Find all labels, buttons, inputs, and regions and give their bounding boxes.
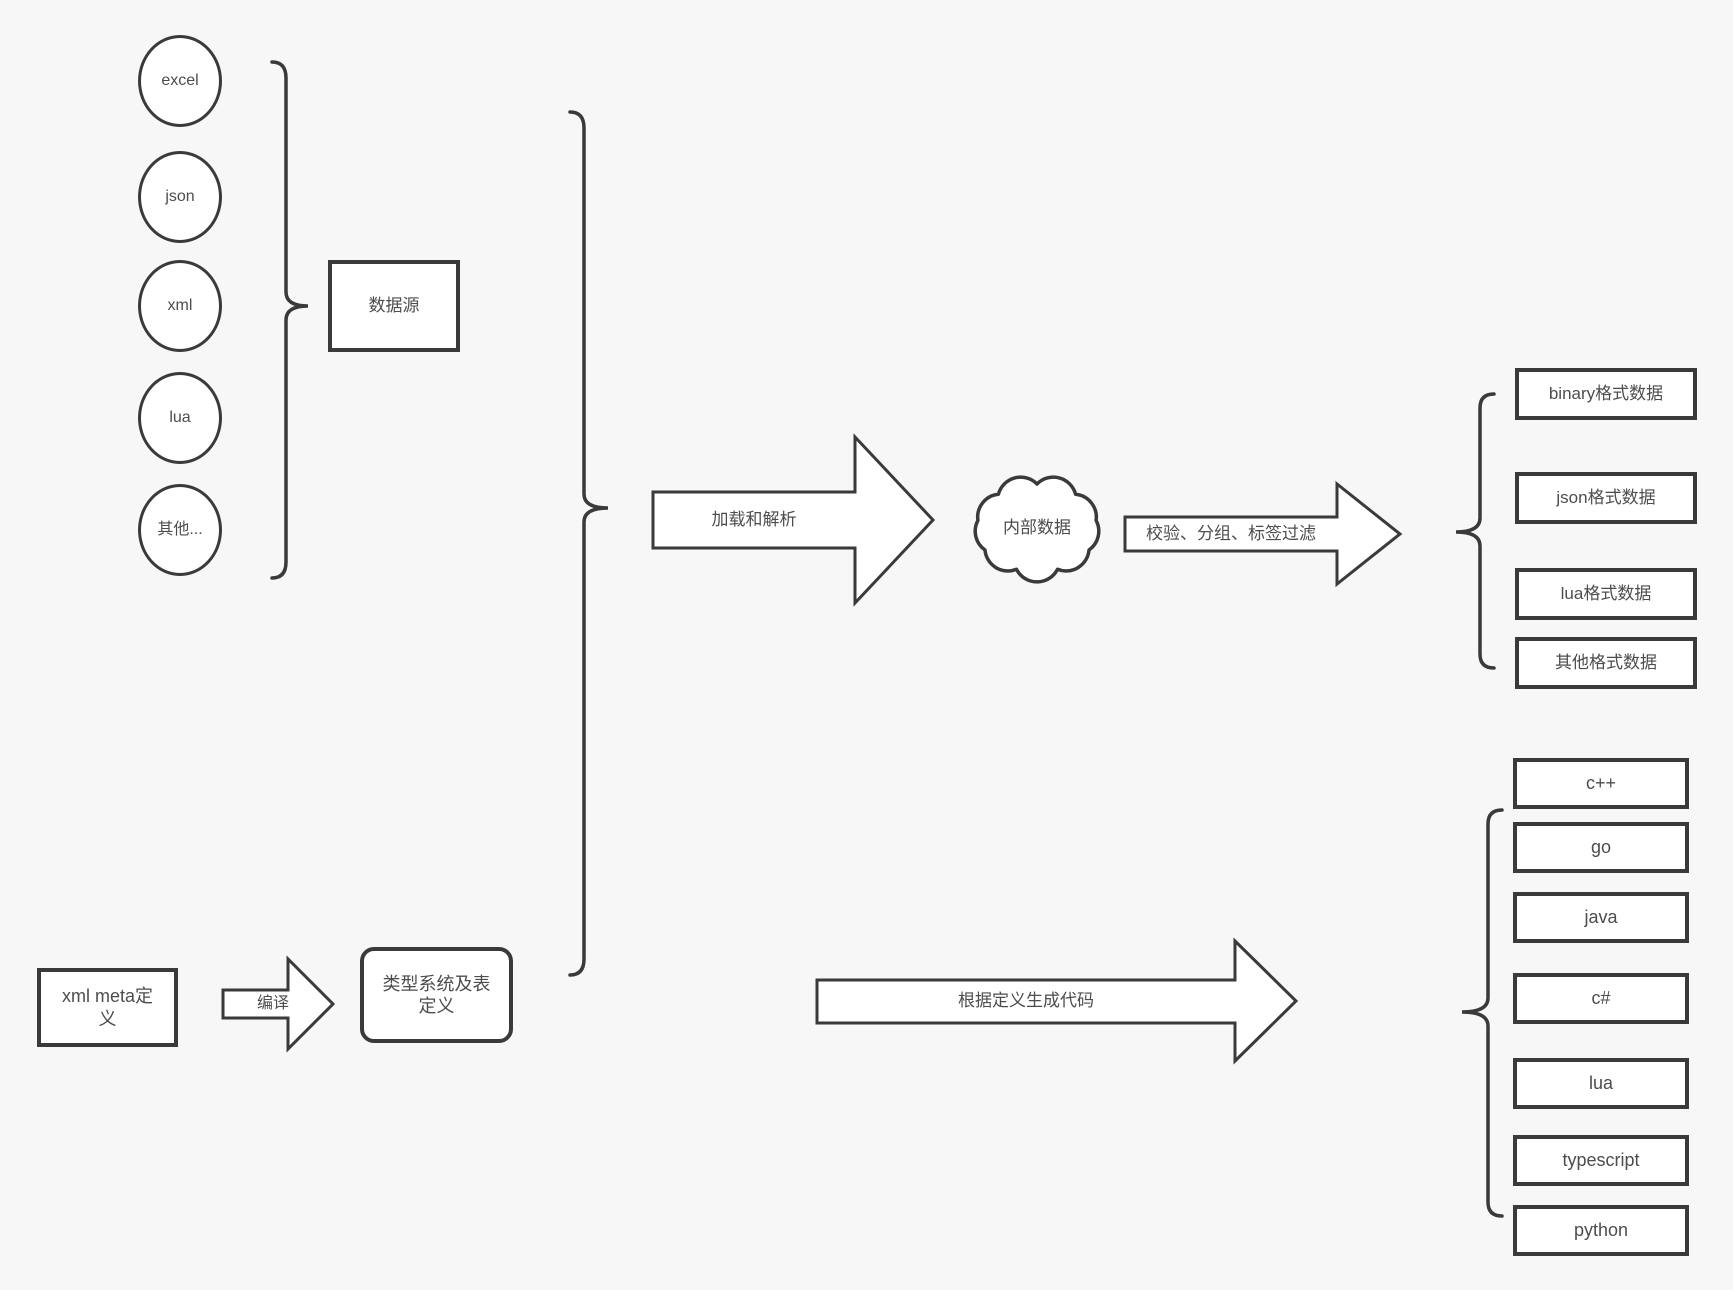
format-box-lua-label: lua格式数据 [1560, 584, 1652, 604]
formats-brace [1455, 392, 1496, 670]
source-node-json: json [138, 151, 222, 243]
source-node-other-label: 其他... [157, 521, 203, 538]
format-box-json: json格式数据 [1515, 472, 1697, 524]
type-system-box-label: 类型系统及表定义 [382, 973, 491, 1017]
source-node-xml: xml [138, 260, 222, 352]
language-box-cpp: c++ [1513, 758, 1689, 809]
meta-definition-box-label: xml meta定义 [61, 986, 153, 1029]
language-box-lua-label: lua [1588, 1073, 1614, 1094]
internal-data-cloud [973, 475, 1101, 584]
source-node-excel: excel [138, 35, 222, 127]
language-box-typescript: typescript [1513, 1135, 1689, 1186]
pipeline-brace [568, 110, 609, 977]
meta-definition-box: xml meta定义 [37, 968, 178, 1047]
sources-brace [270, 60, 309, 580]
source-node-lua: lua [138, 372, 222, 464]
language-box-csharp: c# [1513, 973, 1689, 1024]
source-node-xml-label: xml [167, 297, 193, 314]
language-box-csharp-label: c# [1591, 988, 1611, 1009]
format-box-json-label: json格式数据 [1556, 488, 1656, 508]
format-box-lua: lua格式数据 [1515, 568, 1697, 620]
languages-brace [1461, 808, 1504, 1218]
data-source-box: 数据源 [328, 260, 460, 352]
language-box-cpp-label: c++ [1585, 773, 1617, 794]
data-source-box-label: 数据源 [368, 296, 420, 316]
source-node-other: 其他... [138, 484, 222, 576]
format-box-other-label: 其他格式数据 [1555, 653, 1657, 673]
language-box-java: java [1513, 892, 1689, 943]
language-box-go-label: go [1590, 837, 1612, 858]
format-box-binary: binary格式数据 [1515, 368, 1697, 420]
language-box-lua: lua [1513, 1058, 1689, 1109]
language-box-python: python [1513, 1205, 1689, 1256]
load-parse-arrow [651, 433, 936, 607]
format-box-binary-label: binary格式数据 [1548, 384, 1664, 404]
format-box-other: 其他格式数据 [1515, 637, 1697, 689]
language-box-java-label: java [1584, 907, 1618, 928]
source-node-excel-label: excel [161, 72, 199, 89]
codegen-arrow [815, 937, 1299, 1065]
compile-arrow [221, 955, 336, 1053]
filter-arrow [1123, 480, 1403, 588]
source-node-json-label: json [165, 188, 195, 205]
type-system-box: 类型系统及表定义 [360, 947, 513, 1043]
language-box-typescript-label: typescript [1562, 1150, 1640, 1171]
language-box-go: go [1513, 822, 1689, 873]
source-node-lua-label: lua [169, 409, 191, 426]
language-box-python-label: python [1573, 1220, 1629, 1241]
